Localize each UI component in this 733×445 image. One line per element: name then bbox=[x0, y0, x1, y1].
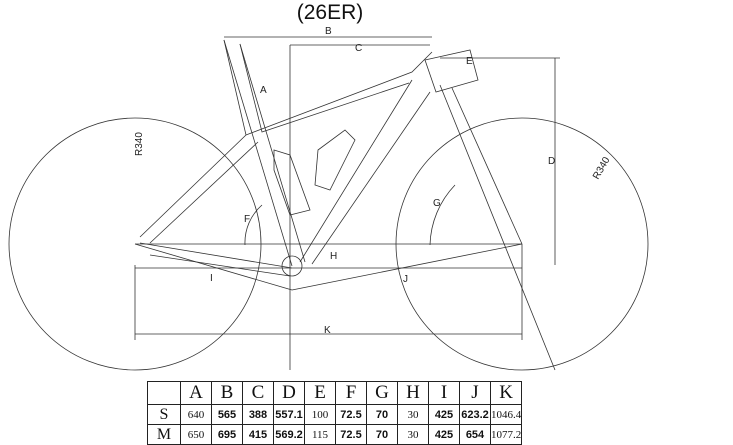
column-header: B bbox=[211, 381, 243, 405]
dim-label-e: E bbox=[466, 56, 473, 67]
table-cell: 72.5 bbox=[335, 424, 367, 445]
table-corner-cell bbox=[147, 381, 181, 405]
table-cell: 30 bbox=[397, 404, 429, 425]
down-tube-lower bbox=[311, 91, 431, 265]
dim-label-f: F bbox=[244, 214, 250, 225]
table-cell: 557.1 bbox=[273, 404, 305, 425]
column-header: K bbox=[489, 381, 523, 405]
dim-label-j: J bbox=[403, 274, 408, 285]
dim-label-k: K bbox=[324, 325, 331, 336]
table-header-row: A B C D E F G H I J K bbox=[147, 381, 523, 405]
table-cell: 100 bbox=[304, 404, 336, 425]
diagram-title: (26ER) bbox=[296, 1, 364, 24]
seat-tube-inner bbox=[239, 43, 306, 263]
size-cell: S bbox=[147, 404, 181, 425]
table-cell: 30 bbox=[397, 424, 429, 445]
table-cell: 70 bbox=[366, 424, 398, 445]
size-cell: M bbox=[147, 424, 181, 445]
table-cell: 654 bbox=[459, 424, 491, 445]
table-row: M 650 695 415 569.2 115 72.5 70 30 425 6… bbox=[147, 424, 523, 445]
table-cell: 415 bbox=[242, 424, 274, 445]
column-header: E bbox=[304, 381, 336, 405]
table-cell: 569.2 bbox=[273, 424, 305, 445]
radius-label-rear: R340 bbox=[134, 132, 145, 156]
dim-label-d: D bbox=[548, 156, 555, 167]
table-cell: 623.2 bbox=[459, 404, 491, 425]
bottle-cage-1 bbox=[273, 149, 311, 216]
dim-label-i: I bbox=[210, 273, 213, 284]
dim-label-a: A bbox=[260, 85, 267, 96]
column-header: C bbox=[242, 381, 274, 405]
fork-axis bbox=[439, 84, 556, 371]
column-header: D bbox=[273, 381, 305, 405]
column-header: G bbox=[366, 381, 398, 405]
column-header: J bbox=[459, 381, 491, 405]
table-cell: 565 bbox=[211, 404, 243, 425]
table-cell: 72.5 bbox=[335, 404, 367, 425]
table-cell: 1077.2 bbox=[489, 424, 523, 445]
dim-label-b: B bbox=[325, 26, 332, 37]
table-cell: 388 bbox=[242, 404, 274, 425]
seat-stay-2 bbox=[149, 141, 259, 244]
down-tube bbox=[299, 79, 413, 263]
table-cell: 70 bbox=[366, 404, 398, 425]
column-header: H bbox=[397, 381, 429, 405]
table-cell: 650 bbox=[180, 424, 212, 445]
dim-label-h: H bbox=[330, 251, 337, 262]
table-cell: 640 bbox=[180, 404, 212, 425]
bottle-cage-2 bbox=[314, 129, 356, 191]
table-cell: 425 bbox=[428, 404, 460, 425]
seat-tube bbox=[223, 39, 293, 267]
table-cell: 115 bbox=[304, 424, 336, 445]
dim-label-c: C bbox=[355, 43, 362, 54]
radius-label-front: R340 bbox=[591, 155, 613, 182]
column-header: A bbox=[180, 381, 212, 405]
column-header: F bbox=[335, 381, 367, 405]
dim-label-g: G bbox=[433, 198, 441, 209]
chain-stay-2 bbox=[149, 254, 291, 277]
table-cell: 425 bbox=[428, 424, 460, 445]
table-row: S 640 565 388 557.1 100 72.5 70 30 425 6… bbox=[147, 404, 523, 425]
fork-leg bbox=[451, 87, 523, 245]
table-cell: 695 bbox=[211, 424, 243, 445]
table-cell: 1046.4 bbox=[489, 404, 523, 425]
bottom-bracket bbox=[281, 255, 303, 277]
top-tube-lower-edge bbox=[239, 43, 410, 133]
top-tube bbox=[223, 39, 433, 136]
seat-stay bbox=[139, 134, 247, 238]
geometry-table: A B C D E F G H I J K S 640 565 388 557.… bbox=[147, 381, 523, 445]
head-tube bbox=[424, 49, 479, 93]
column-header: I bbox=[428, 381, 460, 405]
chain-stay bbox=[139, 242, 293, 269]
